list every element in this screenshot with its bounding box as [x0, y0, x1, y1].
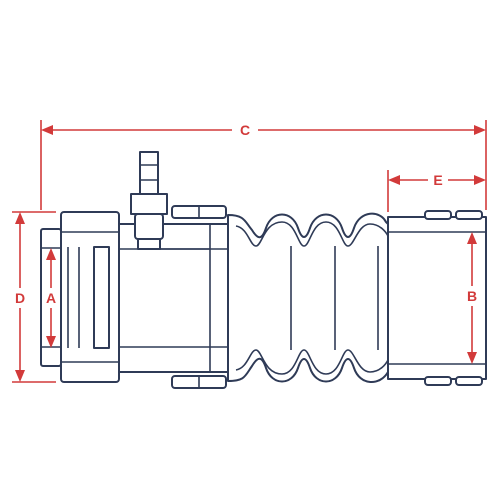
- valve-stem: [130, 151, 168, 250]
- dimension-e-label: E: [433, 172, 442, 188]
- dimension-c-label: C: [240, 122, 250, 138]
- union-nut: [60, 211, 120, 383]
- dimension-b: B: [467, 232, 477, 364]
- top-clamp: [171, 205, 227, 219]
- bottom-clamp: [171, 375, 227, 389]
- dimension-d-label: D: [15, 290, 25, 306]
- fitting-outline: [40, 151, 487, 389]
- dimension-c: C: [40, 120, 487, 210]
- dimension-e: E: [387, 170, 486, 212]
- dimension-d: D: [12, 211, 56, 383]
- dimension-lines: C E D A: [12, 120, 487, 383]
- dimension-b-label: B: [467, 288, 477, 304]
- valve-body: [118, 223, 229, 373]
- dimension-a: A: [46, 248, 56, 348]
- dimension-a-label: A: [46, 290, 56, 306]
- bellows-hose: [227, 212, 389, 383]
